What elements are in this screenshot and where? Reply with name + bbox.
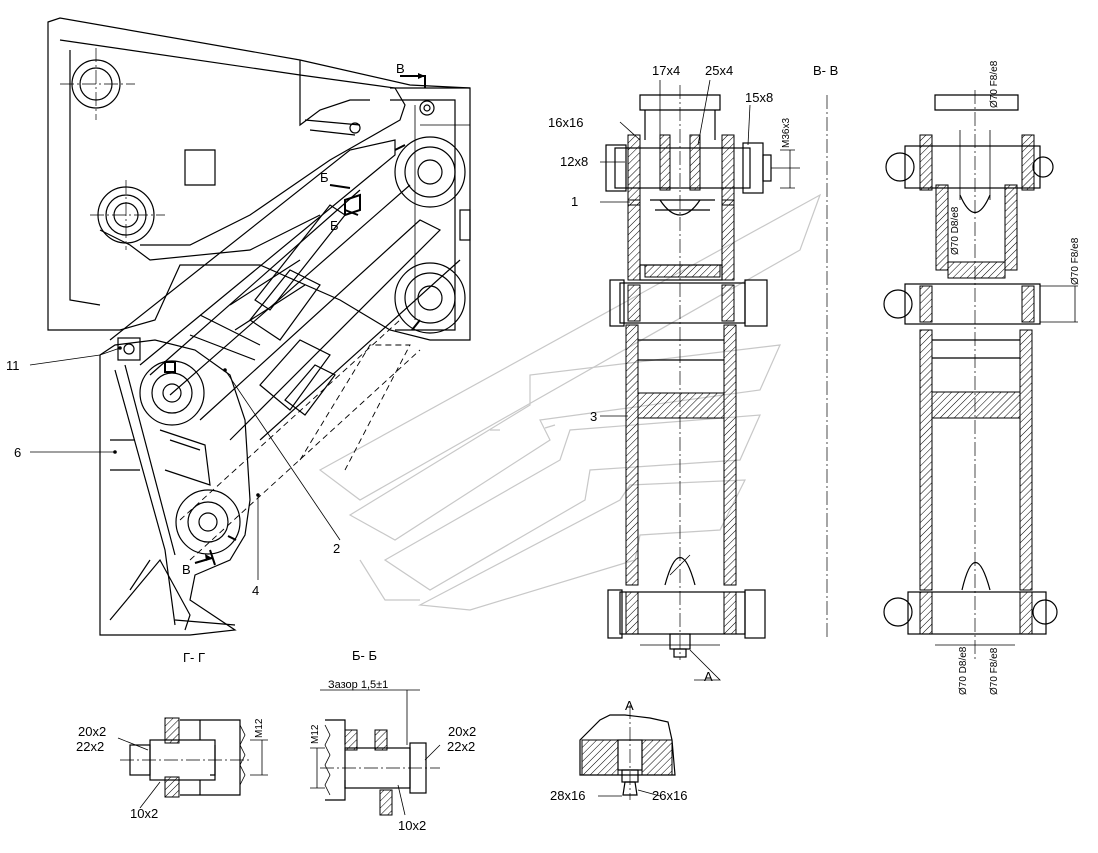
section-title-vv: В- В [813, 63, 838, 78]
dim-15x8: 15x8 [745, 90, 773, 105]
section-mark-v-top: В [396, 61, 405, 76]
dim-25x4: 25x4 [705, 63, 733, 78]
detail-gg [117, 717, 268, 809]
callout-2: 2 [333, 541, 340, 556]
callout-4: 4 [252, 583, 259, 598]
callout-a-ref: А [704, 669, 713, 684]
callout-6: 6 [14, 445, 21, 460]
section-title-gg: Г- Г [183, 650, 205, 665]
gg-dim-10x2: 10x2 [130, 806, 158, 821]
callout-11: 11 [6, 358, 20, 373]
a-dim-28x16: 28x16 [550, 788, 585, 803]
callout-1: 1 [571, 194, 578, 209]
dim-f8-side: Ø70 F8/e8 [1070, 237, 1081, 285]
gg-dim-20x2: 20x2 [78, 724, 106, 739]
detail-a [579, 705, 676, 800]
bb-dim-gap: Зазор 1,5±1 [328, 679, 388, 691]
dim-17x4: 17x4 [652, 63, 680, 78]
link-view-leaders [600, 79, 795, 681]
gg-dim-m12: М12 [254, 718, 265, 738]
main-view-leaders [29, 346, 341, 580]
bb-dim-20x2: 20x2 [448, 724, 476, 739]
dim-f8-top: Ø70 F8/e8 [989, 60, 1000, 108]
dim-12x8: 12x8 [560, 154, 588, 169]
section-title-a: А [625, 698, 634, 713]
section-mark-b-top: Б [320, 170, 329, 185]
dim-f8-bot: Ø70 F8/e8 [989, 647, 1000, 695]
bb-dim-22x2: 22x2 [447, 739, 475, 754]
bb-dim-10x2: 10x2 [398, 818, 426, 833]
main-assembly-view [47, 17, 471, 636]
dim-16x16: 16x16 [548, 115, 583, 130]
a-dim-26x16: 26x16 [652, 788, 687, 803]
section-mark-b-bottom: Б [330, 218, 339, 233]
detail-bb [310, 689, 441, 816]
watermark-logo [318, 193, 822, 611]
callout-3: 3 [590, 409, 597, 424]
dim-m36: М36x3 [781, 118, 792, 148]
section-mark-v-bottom: В [182, 562, 191, 577]
link-section-view [605, 85, 800, 660]
link-side-view [883, 90, 1078, 660]
dim-d8-bot: Ø70 D8/e8 [958, 646, 969, 695]
bb-dim-m12: М12 [310, 724, 321, 744]
gg-dim-22x2: 22x2 [76, 739, 104, 754]
dim-d8-mid: Ø70 D8/e8 [950, 206, 961, 255]
section-title-bb: Б- Б [352, 648, 377, 663]
